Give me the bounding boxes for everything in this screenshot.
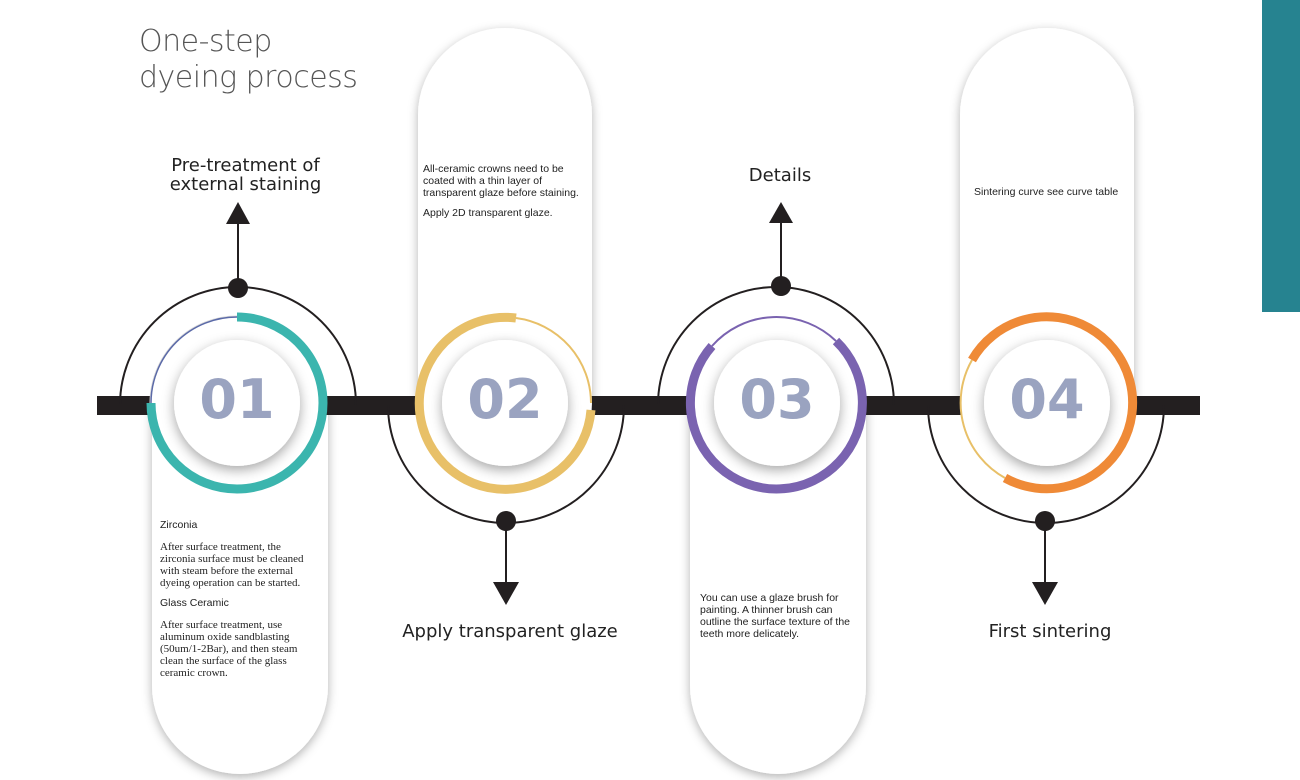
zirconia-text: After surface treatment, the zirconia su… [160, 541, 304, 589]
connector-2 [493, 511, 519, 605]
glass-ceramic-heading: Glass Ceramic [160, 597, 229, 609]
step-label-1-line-2: external staining [169, 174, 322, 195]
step-label-2: Apply transparent glaze [402, 621, 618, 642]
step-label-4: First sintering [988, 621, 1112, 642]
page-title: One-step dyeing process [139, 24, 358, 96]
step-ring-4 [959, 312, 1138, 494]
step-label-1: Pre-treatment of external staining [158, 156, 333, 194]
step-ring-2 [414, 312, 596, 494]
step-note-2-text-1: All-ceramic crowns need to be coated wit… [423, 163, 579, 199]
step-number-1: 01 [199, 368, 275, 431]
card-step-4 [960, 28, 1134, 400]
card-step-3 [690, 400, 866, 774]
step-note-1: Zirconia After surface treatment, the zi… [160, 519, 318, 687]
connector-4 [1032, 511, 1058, 605]
step-note-4-text: Sintering curve see curve table [974, 186, 1119, 198]
card-step-2 [418, 28, 592, 400]
step-label-1-line-1: Pre-treatment of [171, 155, 320, 176]
step-number-3: 03 [739, 368, 815, 431]
step-number-4: 04 [1009, 368, 1085, 431]
timeline-bar [97, 396, 1200, 415]
step-note-3-text: You can use a glaze brush for painting. … [700, 592, 851, 640]
title-line-1: One-step [139, 24, 272, 59]
accent-bar [1262, 0, 1300, 312]
step-note-2: All-ceramic crowns need to be coated wit… [423, 163, 591, 227]
title-line-2: dyeing process [139, 60, 358, 95]
step-note-2-text-2: Apply 2D transparent glaze. [423, 207, 553, 219]
step-label-3: Details [748, 165, 812, 186]
step-note-3: You can use a glaze brush for painting. … [700, 592, 860, 648]
zirconia-heading: Zirconia [160, 519, 198, 531]
step-note-4: Sintering curve see curve table [974, 186, 1134, 206]
connector-3 [769, 202, 793, 296]
step-ring-1 [146, 312, 328, 494]
step-ring-3 [685, 316, 867, 494]
card-step-1 [152, 400, 328, 774]
step-number-2: 02 [467, 368, 543, 431]
glass-ceramic-text: After surface treatment, use aluminum ox… [160, 619, 298, 679]
connector-1 [226, 202, 250, 298]
